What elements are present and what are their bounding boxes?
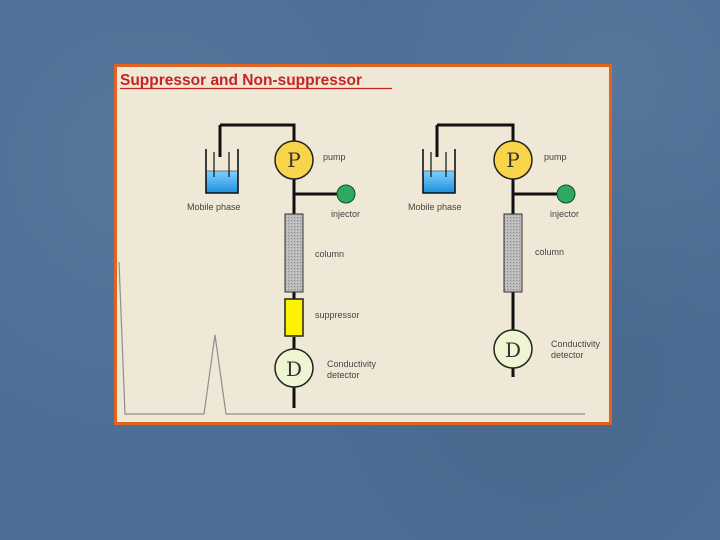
column-label: column bbox=[315, 249, 344, 259]
injector-label: injector bbox=[550, 209, 579, 219]
column-symbol bbox=[284, 213, 304, 293]
detector-label-line1: Conductivity bbox=[551, 339, 601, 349]
detector-symbol bbox=[274, 348, 314, 388]
mobile-phase-reservoir bbox=[205, 149, 239, 194]
detector-symbol bbox=[493, 329, 533, 369]
diagram-title: Suppressor and Non-suppressor bbox=[120, 72, 362, 89]
column-label: column bbox=[535, 247, 564, 257]
suppressor-symbol bbox=[284, 298, 304, 337]
pump-inlet-tube bbox=[437, 123, 515, 147]
pump-letter: P bbox=[287, 148, 300, 172]
pump-label: pump bbox=[544, 152, 567, 162]
pump-label: pump bbox=[323, 152, 346, 162]
detector-letter: D bbox=[286, 357, 302, 381]
system-with-suppressor: Mobile phase P pump injector column supp… bbox=[187, 123, 377, 408]
pump-inlet-tube bbox=[220, 123, 296, 147]
mobile-phase-reservoir bbox=[422, 149, 456, 194]
injector-symbol bbox=[556, 184, 576, 204]
chromatogram-trace bbox=[118, 261, 585, 415]
mobile-phase-label: Mobile phase bbox=[408, 202, 462, 212]
detector-letter: D bbox=[505, 338, 521, 362]
pump-letter: P bbox=[506, 148, 519, 172]
detector-label-line2: detector bbox=[327, 370, 360, 380]
mobile-phase-liquid bbox=[423, 171, 455, 193]
pump-symbol bbox=[493, 140, 533, 180]
detector-label-line1: Conductivity bbox=[327, 359, 377, 369]
mobile-phase-label: Mobile phase bbox=[187, 202, 241, 212]
injector-symbol bbox=[336, 184, 356, 204]
diagram-canvas: Suppressor and Non-suppressor Mobile pha… bbox=[118, 72, 601, 415]
mobile-phase-liquid bbox=[206, 171, 238, 193]
suppressor-label: suppressor bbox=[315, 310, 360, 320]
pump-symbol bbox=[274, 140, 314, 180]
diagram-frame: Suppressor and Non-suppressor Mobile pha… bbox=[114, 64, 612, 425]
column-symbol bbox=[503, 213, 523, 293]
detector-label-line2: detector bbox=[551, 350, 584, 360]
system-without-suppressor: Mobile phase P pump injector column D Co… bbox=[408, 123, 601, 377]
injector-label: injector bbox=[331, 209, 360, 219]
